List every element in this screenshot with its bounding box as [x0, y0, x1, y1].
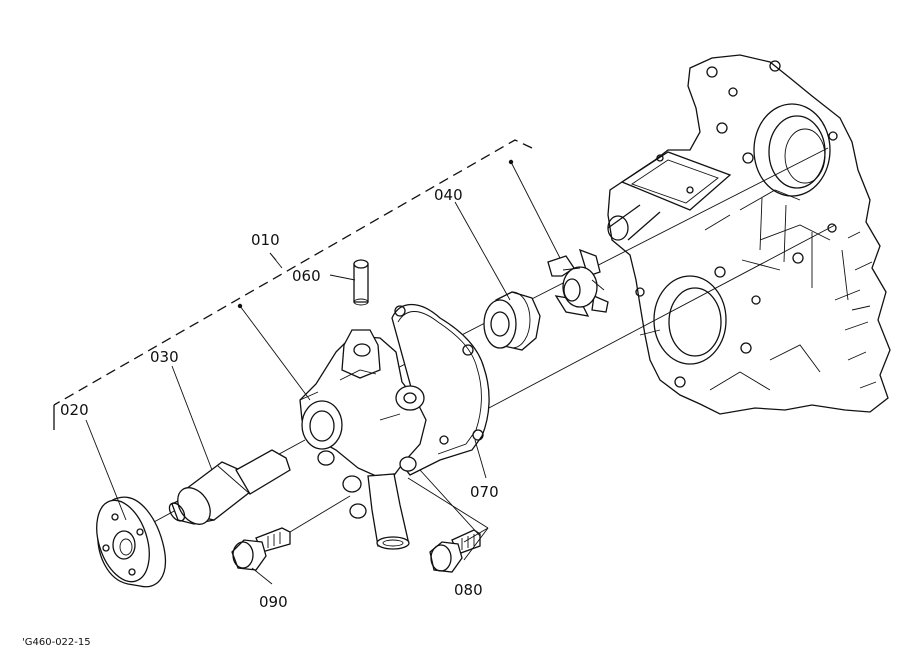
label-090: 090: [259, 593, 288, 611]
label-010: 010: [251, 231, 280, 249]
pulley-flange-020: [96, 496, 166, 588]
label-060: 060: [292, 267, 321, 285]
bolt-090: [231, 527, 291, 571]
engine-block-housing: [607, 54, 891, 415]
shaft-bearing-030: [168, 449, 291, 525]
leader-lines: [85, 159, 561, 585]
impeller: [547, 248, 609, 317]
bolt-080: [429, 529, 481, 573]
label-030: 030: [150, 348, 179, 366]
label-040: 040: [434, 186, 463, 204]
pin-060: [353, 259, 369, 306]
mechanical-seal-040: [483, 291, 541, 351]
label-080: 080: [454, 581, 483, 599]
part-labels: 010 020 030 040 060 070 080 090: [60, 186, 499, 611]
drawing-code: 'G460-022-15: [22, 637, 91, 648]
label-070: 070: [470, 483, 499, 501]
label-020: 020: [60, 401, 89, 419]
water-pump-body-010: [299, 304, 490, 550]
